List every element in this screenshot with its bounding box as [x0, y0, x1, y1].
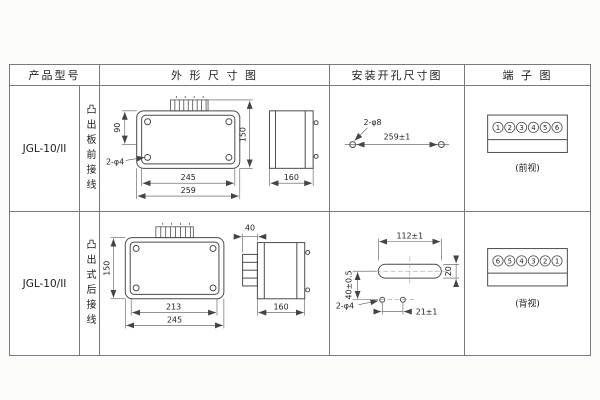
terminal-number: 4 — [531, 123, 535, 131]
relay-side-view — [268, 109, 319, 169]
model-cell-row1: JGL-10/II 凸出板前接线 — [10, 86, 100, 212]
outline-rear-wiring-svg: 150 213 245 40 160 — [102, 222, 310, 329]
terminal-circles — [492, 121, 563, 133]
dim-height-right: 150 — [238, 127, 247, 142]
header-terminal-diagram: 端 子 图 — [465, 65, 590, 86]
terminal-number: 5 — [543, 123, 547, 131]
terminal-number: 2 — [543, 257, 547, 265]
dimension-lines — [121, 99, 313, 199]
terminal-pins — [169, 95, 208, 111]
dim-offset: 40±0.5 — [344, 270, 353, 299]
terminal-number: 1 — [496, 123, 500, 131]
terminal-number: 5 — [508, 257, 512, 265]
dim-height-left: 150 — [102, 261, 111, 276]
view-label-front: (前视) — [515, 162, 540, 174]
dimension-lines — [352, 238, 459, 315]
view-label-rear: (背视) — [515, 298, 540, 310]
terminal-numbers: 6 5 4 3 2 1 — [496, 257, 559, 265]
terminal-drawing-row2: 6 5 4 3 2 1 (背视) — [465, 212, 590, 355]
install-rear-wiring-svg: 112±1 20 40±0.5 21±1 2-φ4 — [335, 232, 459, 317]
terminal-front-view-svg: 1 2 3 4 5 6 (前视) — [487, 114, 568, 174]
dim-depth: 160 — [273, 303, 288, 312]
dim-width-inner: 213 — [166, 303, 181, 312]
relay-front-view — [135, 109, 240, 169]
spec-table: 产品型号 外 形 尺 寸 图 安装开孔尺寸图 端 子 图 JGL-10/II 凸… — [9, 64, 591, 356]
terminal-rear-view-svg: 6 5 4 3 2 1 (背视) — [487, 248, 568, 310]
model-cell-row2: JGL-10/II 凸出式后接线 — [10, 212, 100, 355]
dim-width-outer: 245 — [167, 315, 182, 324]
dimension-lines — [344, 127, 449, 148]
dim-block-depth: 40 — [244, 224, 254, 233]
terminal-pins — [154, 222, 194, 239]
dimension-lines — [109, 233, 305, 329]
terminal-drawing-row1: 1 2 3 4 5 6 (前视) — [465, 86, 590, 212]
terminal-number: 4 — [519, 257, 523, 265]
outline-drawing-row1: 90 150 245 259 160 2-φ4 — [100, 86, 330, 212]
dim-slot-height: 20 — [444, 266, 453, 276]
dim-screw-note: 2-φ4 — [105, 157, 123, 166]
outline-drawing-row2: 150 213 245 40 160 — [100, 212, 330, 355]
dim-depth: 160 — [283, 173, 298, 182]
terminal-circles — [492, 255, 563, 267]
terminal-number: 1 — [555, 257, 559, 265]
header-outline-dims: 外 形 尺 寸 图 — [100, 65, 330, 86]
dim-slot-span: 112±1 — [396, 232, 423, 241]
dim-width-inner: 245 — [180, 173, 195, 182]
dimension-labels: 150 213 245 40 160 — [102, 224, 288, 325]
terminal-number: 3 — [531, 257, 535, 265]
model-name-row2: JGL-10/II — [22, 277, 67, 290]
install-front-wiring-svg: 259±1 2-φ8 — [344, 117, 449, 148]
terminal-number: 2 — [508, 123, 512, 131]
terminal-block — [487, 248, 568, 287]
relay-side-view — [241, 242, 310, 300]
dim-hole-span: 21±1 — [415, 308, 437, 317]
wiring-type-row2: 凸出式后接线 — [79, 212, 99, 355]
header-install-dims: 安装开孔尺寸图 — [330, 65, 465, 86]
install-drawing-row1: 259±1 2-φ8 — [330, 86, 465, 212]
dim-height-left: 90 — [112, 122, 121, 132]
dim-hole-note: 2-φ8 — [363, 117, 381, 126]
dim-hole-span: 259±1 — [383, 132, 410, 141]
dim-hole-note: 2-φ4 — [335, 302, 353, 311]
terminal-number: 6 — [496, 257, 500, 265]
relay-front-view — [124, 237, 224, 300]
dimension-labels: 90 150 245 259 160 2-φ4 — [105, 122, 298, 194]
model-name-row1: JGL-10/II — [22, 142, 67, 155]
dimension-labels: 259±1 2-φ8 — [363, 117, 410, 141]
header-product-model: 产品型号 — [10, 65, 100, 86]
wiring-type-row1: 凸出板前接线 — [79, 86, 99, 211]
dim-width-outer: 259 — [180, 186, 195, 195]
outline-front-wiring-svg: 90 150 245 259 160 2-φ4 — [105, 95, 319, 199]
terminal-numbers: 1 2 3 4 5 6 — [496, 123, 559, 131]
terminal-number: 3 — [519, 123, 523, 131]
install-drawing-row2: 112±1 20 40±0.5 21±1 2-φ4 — [330, 212, 465, 355]
dimension-labels: 112±1 20 40±0.5 21±1 2-φ4 — [335, 232, 452, 317]
terminal-number: 6 — [555, 123, 559, 131]
terminal-block — [487, 114, 568, 153]
